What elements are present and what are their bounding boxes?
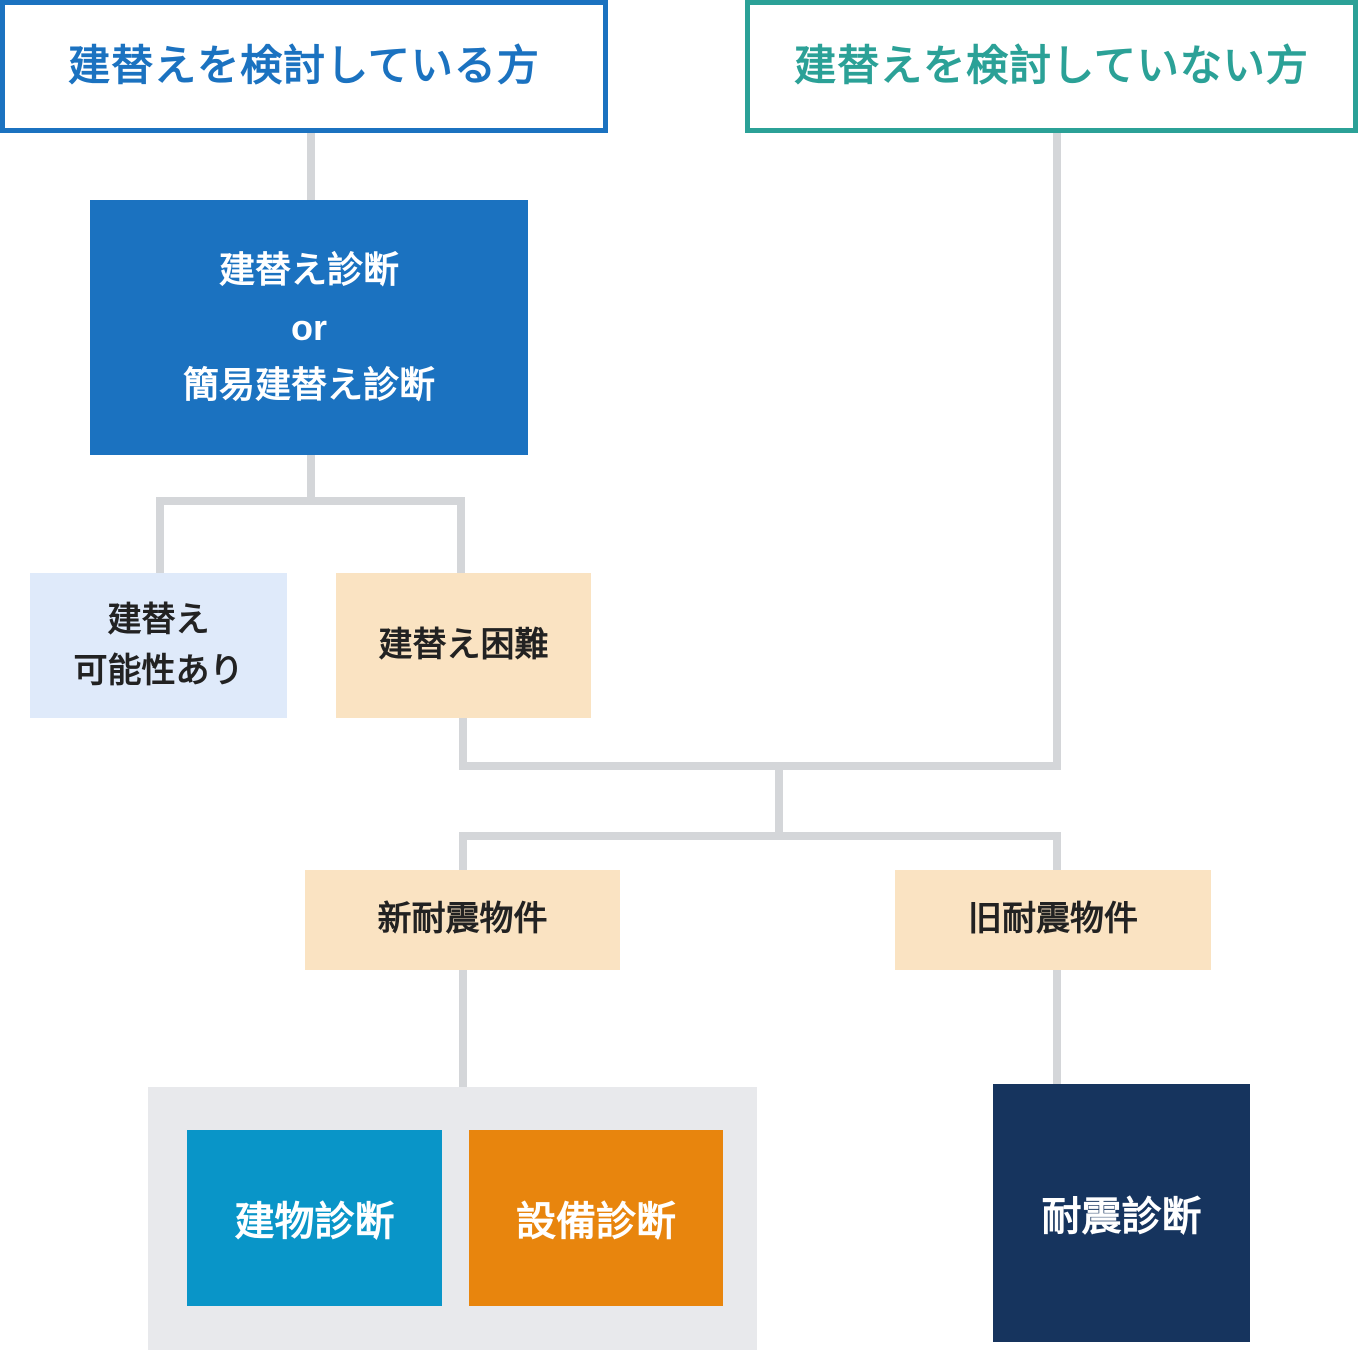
node-diagnosis-choice-line3: 簡易建替え診断 <box>182 364 435 406</box>
connector-split-to-old-seismic <box>1053 832 1061 872</box>
node-old-seismic-property-label: 旧耐震物件 <box>968 900 1138 939</box>
connector-split-to-possible <box>156 497 164 573</box>
node-rebuild-possible: 建替え 可能性あり <box>30 573 287 718</box>
node-rebuild-possible-line2: 可能性あり <box>73 651 244 690</box>
connector-diagnosis-down <box>307 455 315 505</box>
connector-seismic-split-horizontal <box>459 832 1061 840</box>
node-diagnosis-choice: 建替え診断 or 簡易建替え診断 <box>90 200 528 455</box>
header-considering-rebuild-label: 建替えを検討している方 <box>68 42 540 90</box>
node-seismic-diagnosis: 耐震診断 <box>993 1084 1250 1342</box>
header-considering-rebuild: 建替えを検討している方 <box>0 0 608 133</box>
node-new-seismic-property-label: 新耐震物件 <box>377 900 548 939</box>
connector-merge-horizontal <box>459 762 1061 770</box>
node-diagnosis-choice-line1: 建替え診断 <box>218 249 399 291</box>
connector-split-to-new-seismic <box>459 832 467 872</box>
node-building-diagnosis-label: 建物診断 <box>234 1200 395 1244</box>
connector-header-left-to-diagnosis <box>307 133 315 200</box>
node-rebuild-possible-line1: 建替え <box>107 600 210 639</box>
node-equipment-diagnosis-label: 設備診断 <box>516 1200 676 1244</box>
connector-header-right-down <box>1053 133 1061 770</box>
node-new-seismic-property: 新耐震物件 <box>305 870 620 970</box>
connector-merge-middle-drop <box>775 762 783 840</box>
connector-difficult-down <box>459 718 467 770</box>
node-diagnosis-choice-line2: or <box>291 306 327 348</box>
header-not-considering-rebuild-label: 建替えを検討していない方 <box>794 42 1309 90</box>
connector-split-to-difficult <box>457 497 465 573</box>
node-equipment-diagnosis: 設備診断 <box>469 1130 723 1306</box>
node-rebuild-difficult: 建替え困難 <box>336 573 591 718</box>
header-not-considering-rebuild: 建替えを検討していない方 <box>745 0 1358 133</box>
connector-new-seismic-down <box>459 970 467 1088</box>
connector-diagnosis-split-horizontal <box>156 497 465 505</box>
node-seismic-diagnosis-label: 耐震診断 <box>1041 1195 1202 1239</box>
node-rebuild-difficult-label: 建替え困難 <box>378 625 549 664</box>
node-old-seismic-property: 旧耐震物件 <box>895 870 1211 970</box>
connector-old-seismic-down <box>1053 970 1061 1085</box>
node-building-diagnosis: 建物診断 <box>187 1130 442 1306</box>
